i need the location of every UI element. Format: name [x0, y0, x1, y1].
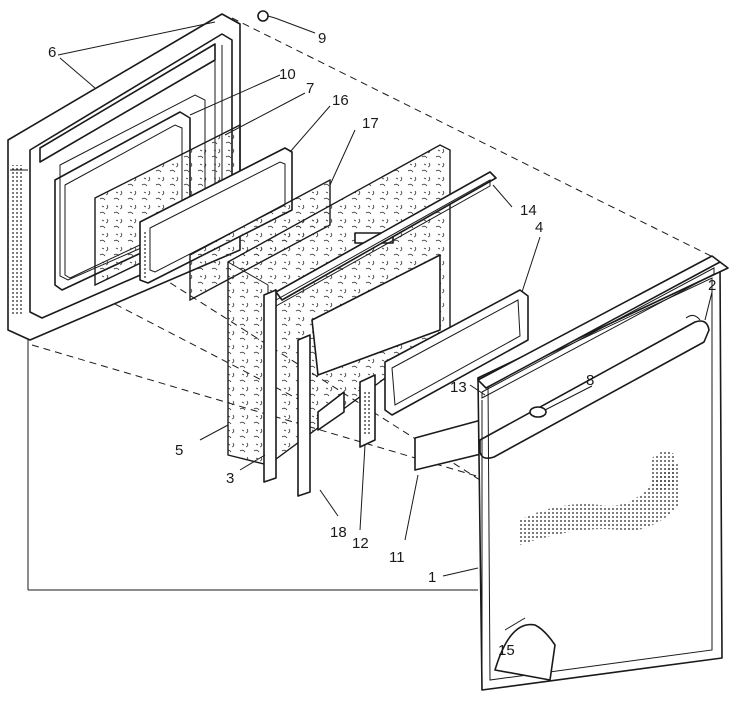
callout-6: 6	[48, 44, 56, 61]
leader-lines	[59, 17, 713, 631]
top-door-trim	[477, 255, 721, 399]
door-handle	[479, 314, 710, 459]
callout-8: 8	[586, 372, 594, 389]
callout-4: 4	[535, 219, 543, 236]
handle-bracket	[529, 406, 547, 418]
screw	[257, 10, 276, 22]
callout-14: 14	[520, 202, 537, 219]
callout-3: 3	[226, 470, 234, 487]
callout-5: 5	[175, 442, 183, 459]
callout-11: 11	[389, 549, 405, 566]
side-strips	[263, 289, 311, 497]
door-stop-wedge	[317, 391, 345, 431]
callout-17: 17	[362, 115, 379, 132]
callout-7: 7	[306, 80, 314, 97]
inner-door-glass	[384, 289, 529, 416]
callout-labels: 1 2 3 4 5 6 7 8 9 10 11 12 13 14 15 16 1…	[48, 30, 716, 659]
callout-2: 2	[708, 277, 716, 294]
callout-13: 13	[450, 379, 467, 396]
callout-12: 12	[352, 535, 369, 552]
callout-10: 10	[279, 66, 296, 83]
callout-16: 16	[332, 92, 349, 109]
callout-1: 1	[428, 569, 436, 586]
callout-15: 15	[498, 642, 515, 659]
callout-9: 9	[318, 30, 326, 47]
callout-18: 18	[330, 524, 347, 541]
hinge-bracket	[359, 374, 376, 448]
